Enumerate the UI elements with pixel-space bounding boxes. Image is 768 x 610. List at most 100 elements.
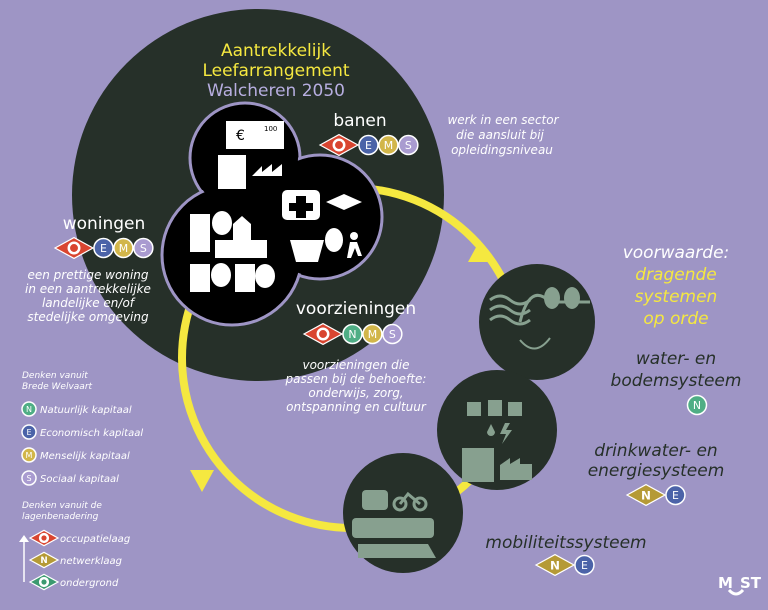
woningen-desc: landelijke en/of xyxy=(42,296,136,310)
voorwaarde-line: voorwaarde: xyxy=(623,243,730,263)
layer-badge-[object Object] xyxy=(318,133,360,157)
tree-icon xyxy=(212,211,232,235)
svg-text:S: S xyxy=(405,139,412,152)
banen-desc: die aansluit bij xyxy=(456,128,544,142)
svg-text:100: 100 xyxy=(264,125,277,133)
capital-badge-[object Object]: E xyxy=(21,424,37,440)
svg-text:ST: ST xyxy=(740,574,762,592)
svg-text:M: M xyxy=(368,328,377,341)
apartment-icon xyxy=(190,214,210,252)
voorwaarde-line: op orde xyxy=(643,309,708,329)
legend-label: netwerklaag xyxy=(60,556,122,567)
svg-text:E: E xyxy=(672,489,679,502)
capital-badge-[object Object]: M xyxy=(113,237,134,259)
house-icon xyxy=(190,264,210,292)
legend-label: ondergrond xyxy=(60,578,119,589)
title-line-2: Leefarrangement xyxy=(202,61,349,81)
capital-badge-[object Object]: N xyxy=(21,401,37,417)
drinkwater-system-label: drinkwater- en xyxy=(594,441,717,461)
bicycle-icon xyxy=(392,491,428,512)
legend-label: Menselijk kapitaal xyxy=(40,451,130,462)
voorwaarde-line: dragende xyxy=(635,265,716,285)
legend-item: ondergrond xyxy=(28,573,119,591)
capital-badge-[object Object]: E xyxy=(93,237,114,259)
svg-text:N: N xyxy=(693,399,701,412)
factory-icon xyxy=(252,164,282,176)
graduation-cap-icon xyxy=(326,194,362,210)
capital-badge-[object Object]: S xyxy=(133,237,154,259)
svg-text:O: O xyxy=(663,0,676,4)
tree-icon xyxy=(325,228,343,252)
office-building-icon xyxy=(218,155,246,189)
capital-badge-[object Object]: E xyxy=(358,134,379,156)
svg-text:N: N xyxy=(641,488,651,502)
legend-title: Denken vanuit de xyxy=(22,501,102,511)
svg-text:E: E xyxy=(581,559,588,572)
arrow-up-icon xyxy=(468,240,492,262)
svg-text:N: N xyxy=(348,328,356,341)
logo-text: M xyxy=(718,574,733,592)
legend-label: Sociaal kapitaal xyxy=(40,474,119,485)
voorzieningen-label: voorzieningen xyxy=(296,299,416,319)
shopping-basket-icon xyxy=(290,240,324,262)
capital-badge-[object Object]: O xyxy=(663,0,676,4)
drinkwater-energy-circle xyxy=(437,370,557,490)
water-drop-icon xyxy=(487,424,495,436)
svg-text:M: M xyxy=(384,139,393,152)
tree-icon xyxy=(255,264,275,288)
layer-badge-[object Object]: N xyxy=(625,483,667,507)
bus-icon xyxy=(352,518,434,538)
legend-item: S Sociaal kapitaal xyxy=(21,470,119,486)
arrow-down-icon xyxy=(190,470,214,492)
water-system-badges: ON xyxy=(663,0,708,416)
svg-text:N: N xyxy=(40,556,47,566)
layer-badge-[object Object] xyxy=(53,236,95,260)
tree-icon xyxy=(564,287,580,309)
voorwaarde-text: voorwaarde: dragende systemen op orde xyxy=(623,243,730,329)
svg-text:S: S xyxy=(26,474,31,483)
banen-desc: opleidingsniveau xyxy=(451,143,553,157)
banen-desc: werk in een sector xyxy=(447,113,559,127)
layer-badge-[object Object] xyxy=(28,573,60,591)
woningen-desc: stedelijke omgeving xyxy=(27,310,149,324)
tree-icon xyxy=(211,263,231,287)
water-waves-icon xyxy=(489,294,531,326)
money-icon: € 100 xyxy=(226,121,284,149)
walking-person-icon xyxy=(350,232,358,240)
must-logo: M ST xyxy=(718,574,762,596)
train-icon xyxy=(358,544,436,558)
capital-badge-[object Object]: S xyxy=(382,323,403,345)
mobility-circle xyxy=(343,453,463,573)
car-icon xyxy=(362,490,388,510)
house-icon xyxy=(233,216,251,240)
layer-badge-[object Object] xyxy=(28,529,60,547)
lightning-icon xyxy=(500,423,512,444)
title-line-3: Walcheren 2050 xyxy=(207,81,345,101)
drinkwater-system-label: energiesysteem xyxy=(588,461,725,481)
legend-title: Denken vanuit xyxy=(22,371,88,381)
voorzieningen-desc: onderwijs, zorg, xyxy=(308,386,403,400)
capital-badge-[object Object]: N xyxy=(342,323,363,345)
house-icon xyxy=(508,402,522,416)
system-labels: water- en bodemsysteem drinkwater- en en… xyxy=(485,349,741,553)
capital-badge-[object Object]: S xyxy=(398,134,419,156)
svg-text:N: N xyxy=(26,405,32,414)
capital-badge-[object Object]: S xyxy=(21,470,37,486)
capital-badge-[object Object]: N xyxy=(686,394,708,416)
office-building-icon xyxy=(462,448,494,482)
voorzieningen-desc: ontspanning en cultuur xyxy=(286,400,427,414)
house-icon xyxy=(488,400,502,416)
layer-badge-[object Object]: N xyxy=(534,553,576,577)
capital-badge-[object Object]: M xyxy=(378,134,399,156)
legend-item: occupatielaag xyxy=(28,529,130,547)
